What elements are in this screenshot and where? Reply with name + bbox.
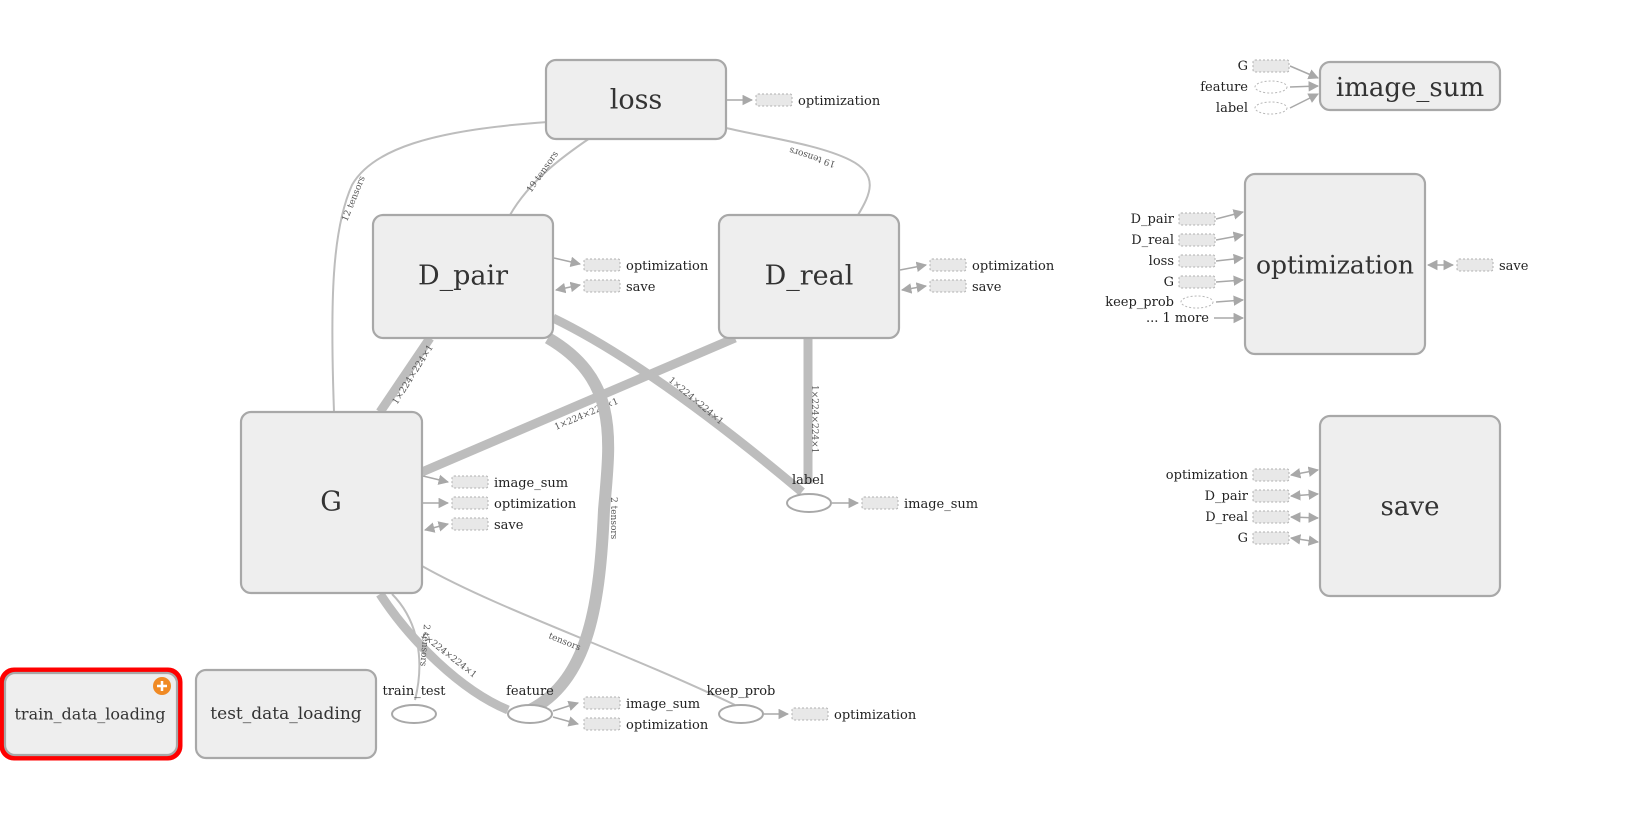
stub-optimization-save[interactable]: save (1426, 258, 1529, 274)
stub-g-optimization-label: optimization (494, 497, 577, 512)
edge-label-dpair-loss: 19 tensors (525, 149, 561, 194)
stub-label-image-sum-label: image_sum (904, 497, 978, 512)
stub-g-save[interactable]: save (423, 517, 524, 533)
edge-dpair-loss (509, 137, 591, 216)
stub-loss-optimization-label: optimization (798, 94, 881, 109)
edge-label-dreal-label: 1×224×224×1 (809, 385, 819, 453)
optimization-inputs: D_pair D_real loss G keep_prob ... 1 mor… (1105, 209, 1245, 326)
edge-label-g-train-test: 2 tensors (417, 624, 431, 667)
node-keep-prob-op[interactable]: keep_prob (707, 684, 776, 724)
edge-label-g-keep-prob: tensors (547, 632, 582, 654)
save-input-dreal: D_real (1205, 510, 1248, 525)
image-sum-input-feature: feature (1200, 80, 1248, 95)
edge-label-dpair-label: 1×224×224×1 (666, 376, 725, 428)
stub-feature-image-sum-label: image_sum (626, 697, 700, 712)
node-loss-label: loss (610, 85, 663, 116)
edge-g-train-test (391, 593, 421, 701)
node-d-real[interactable]: D_real (717, 213, 901, 340)
save-input-g: G (1238, 531, 1248, 546)
stub-g-image-sum[interactable]: image_sum (422, 474, 568, 491)
node-test-data-loading-label: test_data_loading (210, 704, 362, 724)
stub-g-save-label: save (494, 518, 524, 533)
node-g[interactable]: G (239, 410, 424, 595)
node-save[interactable]: save (1318, 414, 1502, 598)
image-sum-input-g: G (1238, 59, 1248, 74)
optimization-input-keep-prob: keep_prob (1105, 295, 1174, 310)
stub-loss-optimization[interactable]: optimization (727, 93, 881, 109)
node-save-label: save (1381, 492, 1440, 522)
stub-keep-prob-optimization-label: optimization (834, 708, 917, 723)
node-d-pair-label: D_pair (418, 261, 508, 292)
edge-label-g-dpair: 1×224×224×1 (391, 343, 436, 406)
edge-dpair-label (551, 313, 805, 496)
node-train-data-loading-label: train_data_loading (15, 705, 166, 724)
stub-label-image-sum[interactable]: image_sum (832, 496, 978, 512)
node-image-sum[interactable]: image_sum (1318, 60, 1502, 112)
stub-keep-prob-optimization[interactable]: optimization (764, 707, 917, 723)
optimization-input-more: ... 1 more (1146, 311, 1209, 326)
node-label-op-label: label (792, 473, 824, 488)
stub-dreal-optimization-label: optimization (972, 259, 1055, 274)
edge-dreal-loss (725, 127, 871, 216)
edge-dpair-feature (527, 332, 615, 716)
edge-g-loss (331, 121, 549, 413)
expand-plus-icon[interactable] (153, 677, 171, 695)
node-test-data-loading[interactable]: test_data_loading (194, 668, 378, 760)
stub-dpair-save[interactable]: save (554, 279, 656, 295)
node-train-data-loading[interactable]: train_data_loading (0, 667, 183, 761)
stub-feature-image-sum[interactable]: image_sum (552, 696, 700, 712)
stub-g-optimization[interactable]: optimization (423, 496, 577, 512)
stub-g-image-sum-label: image_sum (494, 476, 568, 491)
edge-label-dpair-feature: 2 tensors (608, 497, 618, 540)
edge-g-keep-prob (421, 565, 736, 706)
edge-g-dpair (376, 335, 434, 415)
stub-feature-optimization-label: optimization (626, 718, 709, 733)
optimization-input-loss: loss (1149, 254, 1174, 269)
stub-dpair-optimization-label: optimization (626, 259, 709, 274)
node-feature-op[interactable]: feature (506, 684, 554, 724)
optimization-input-dpair: D_pair (1131, 212, 1175, 227)
image-sum-inputs: G feature label (1200, 59, 1320, 116)
node-keep-prob-op-label: keep_prob (707, 684, 776, 699)
stub-dreal-save-label: save (972, 280, 1002, 295)
node-loss[interactable]: loss (544, 58, 728, 141)
node-g-label: G (320, 487, 342, 518)
stub-dpair-save-label: save (626, 280, 656, 295)
stub-feature-optimization[interactable]: optimization (552, 716, 709, 733)
node-d-real-label: D_real (765, 261, 854, 292)
edge-g-dreal (420, 333, 737, 477)
node-d-pair[interactable]: D_pair (371, 213, 555, 340)
stub-dpair-optimization[interactable]: optimization (553, 256, 709, 274)
stub-dreal-save[interactable]: save (900, 279, 1002, 295)
stub-dreal-optimization[interactable]: optimization (899, 258, 1055, 274)
stub-optimization-save-label: save (1499, 259, 1529, 274)
node-train-test-op[interactable]: train_test (382, 684, 446, 724)
edge-g-feature (376, 591, 510, 715)
save-inputs: optimization D_pair D_real G (1166, 466, 1320, 546)
node-feature-op-label: feature (506, 684, 554, 699)
optimization-input-g: G (1164, 275, 1174, 290)
node-optimization[interactable]: optimization (1243, 172, 1427, 356)
save-input-dpair: D_pair (1205, 489, 1249, 504)
image-sum-input-label: label (1216, 101, 1248, 116)
optimization-input-dreal: D_real (1131, 233, 1174, 248)
node-label-op[interactable]: label (786, 473, 832, 513)
node-optimization-label: optimization (1256, 251, 1414, 280)
node-train-test-op-label: train_test (382, 684, 446, 699)
save-input-optimization: optimization (1166, 468, 1249, 483)
node-image-sum-label: image_sum (1336, 73, 1484, 103)
edge-label-dreal-loss: 19 tensors (788, 144, 837, 168)
